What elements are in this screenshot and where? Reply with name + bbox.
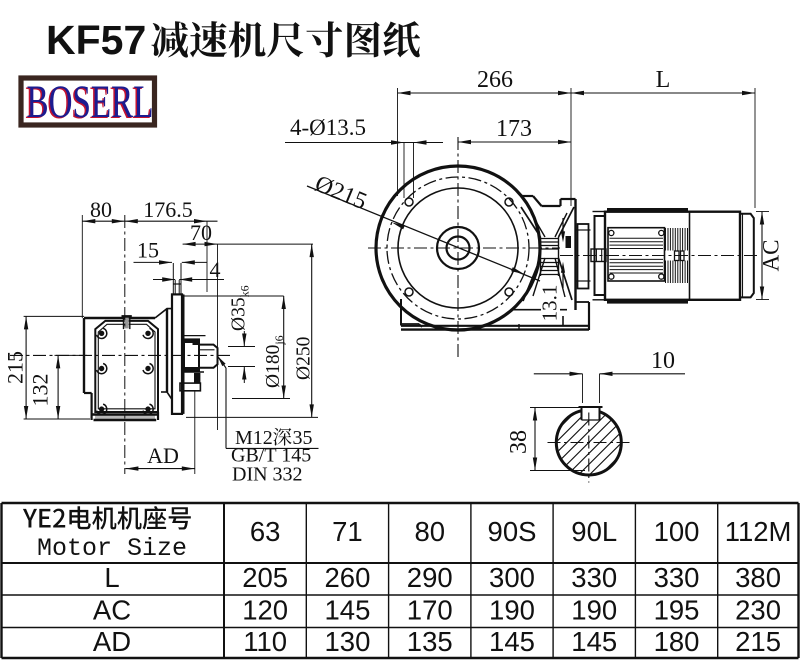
svg-text:230: 230 xyxy=(735,595,781,626)
svg-text:90S: 90S xyxy=(488,516,537,547)
svg-text:L: L xyxy=(104,562,119,593)
svg-text:Ø250: Ø250 xyxy=(294,337,315,380)
svg-text:Ø180j6: Ø180j6 xyxy=(263,335,286,388)
svg-text:71: 71 xyxy=(332,516,363,547)
svg-text:176.5: 176.5 xyxy=(143,197,193,222)
svg-text:AC: AC xyxy=(759,240,784,272)
svg-text:110: 110 xyxy=(243,626,287,657)
svg-text:132: 132 xyxy=(28,374,53,407)
svg-text:BOSERL: BOSERL xyxy=(25,77,152,129)
svg-text:135: 135 xyxy=(407,626,453,657)
svg-text:13.1: 13.1 xyxy=(538,285,562,322)
svg-text:4-Ø13.5: 4-Ø13.5 xyxy=(290,115,366,140)
svg-text:120: 120 xyxy=(242,595,288,626)
svg-text:130: 130 xyxy=(325,626,371,657)
svg-text:M12: M12 xyxy=(235,427,273,449)
svg-text:195: 195 xyxy=(654,595,700,626)
svg-text:KF57: KF57 xyxy=(46,17,146,63)
svg-text:DIN 332: DIN 332 xyxy=(232,464,303,486)
svg-text:380: 380 xyxy=(735,562,781,593)
svg-text:80: 80 xyxy=(90,197,112,222)
svg-text:63: 63 xyxy=(250,516,281,547)
svg-text:112M: 112M xyxy=(725,516,792,547)
svg-text:BOSERL: BOSERL xyxy=(27,76,154,128)
svg-text:145: 145 xyxy=(325,595,371,626)
svg-text:90L: 90L xyxy=(571,516,617,547)
svg-text:205: 205 xyxy=(242,562,288,593)
svg-text:80: 80 xyxy=(414,516,445,547)
svg-text:100: 100 xyxy=(654,516,700,547)
svg-text:4: 4 xyxy=(210,257,221,282)
svg-text:10: 10 xyxy=(651,348,675,374)
svg-text:GB/T 145: GB/T 145 xyxy=(231,445,311,467)
svg-text:173: 173 xyxy=(496,116,532,142)
svg-text:190: 190 xyxy=(489,595,535,626)
svg-text:260: 260 xyxy=(325,562,371,593)
svg-text:35: 35 xyxy=(293,427,313,449)
svg-text:330: 330 xyxy=(571,562,617,593)
svg-text:215: 215 xyxy=(735,626,781,657)
svg-text:170: 170 xyxy=(407,595,453,626)
svg-text:70: 70 xyxy=(190,220,212,245)
svg-text:Motor Size: Motor Size xyxy=(37,534,187,563)
svg-text:215: 215 xyxy=(3,351,28,384)
svg-text:180: 180 xyxy=(654,626,700,657)
svg-text:AD: AD xyxy=(147,443,179,468)
svg-text:L: L xyxy=(656,67,671,93)
svg-text:300: 300 xyxy=(489,562,535,593)
svg-text:266: 266 xyxy=(477,67,513,93)
svg-text:330: 330 xyxy=(654,562,700,593)
svg-text:AD: AD xyxy=(93,626,131,657)
svg-text:15: 15 xyxy=(137,238,159,263)
svg-text:AC: AC xyxy=(93,595,131,626)
svg-text:190: 190 xyxy=(571,595,617,626)
svg-text:145: 145 xyxy=(489,626,535,657)
svg-text:290: 290 xyxy=(407,562,453,593)
svg-text:145: 145 xyxy=(571,626,617,657)
svg-text:38: 38 xyxy=(506,430,532,454)
